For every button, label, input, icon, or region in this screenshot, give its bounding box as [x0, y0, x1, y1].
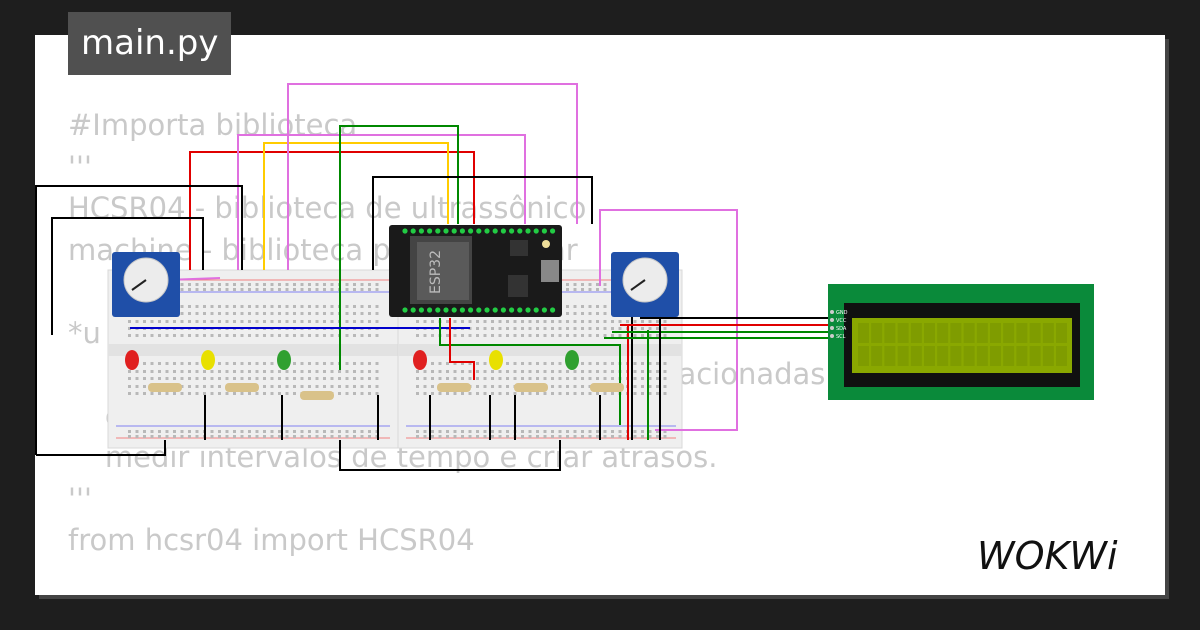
led-yellow-right	[489, 350, 503, 370]
file-tab[interactable]: main.py	[68, 12, 232, 75]
led-yellow-left	[201, 350, 215, 370]
potentiometer-right[interactable]	[611, 252, 679, 317]
wokwi-logo: WOKWi	[977, 534, 1118, 578]
led-red-left	[125, 350, 139, 370]
code-line: #Importa biblioteca	[68, 108, 358, 142]
esp32-board[interactable]: ESP32	[389, 225, 562, 317]
code-line: '''	[68, 149, 92, 184]
resistors	[148, 383, 624, 400]
led-green-right	[565, 350, 579, 370]
wires	[35, 83, 828, 471]
esp32-pins	[402, 228, 556, 313]
lcd-pin-label: SDA	[836, 326, 847, 332]
code-line: HCSR04 - biblioteca de ultrassônico	[68, 191, 587, 225]
code-line: from hcsr04 import HCSR04	[68, 523, 475, 557]
potentiometer-left[interactable]	[112, 252, 180, 317]
lcd-pin-label: SCL	[836, 334, 846, 340]
code-line: '''	[68, 481, 92, 516]
lcd-pin-label: VCC	[836, 318, 847, 324]
breadboard-left	[107, 269, 399, 449]
lcd-display[interactable]: GND VCC SDA SCL	[828, 284, 1094, 400]
led-red-right	[413, 350, 427, 370]
lcd-cells	[858, 323, 1067, 366]
leds	[125, 350, 579, 370]
led-green-left	[277, 350, 291, 370]
wokwi-logo-text: WOKWi	[977, 534, 1118, 578]
code-line: *u	[68, 315, 101, 350]
lcd-pins: GND VCC SDA SCL	[830, 310, 848, 340]
esp32-label: ESP32	[428, 250, 444, 294]
lcd-pin-label: GND	[836, 310, 848, 316]
